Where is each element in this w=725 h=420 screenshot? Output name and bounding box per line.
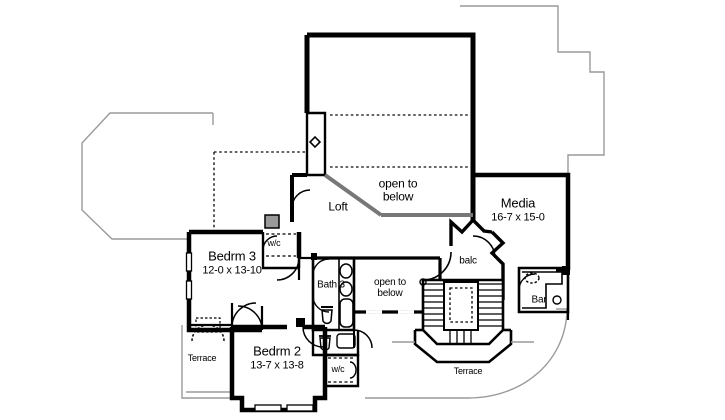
stair-treads-bottom — [449, 330, 472, 344]
room-name-terrace-left: Terrace — [187, 352, 217, 363]
room-label-loft: Loft — [328, 199, 348, 214]
roof-outline-top-right — [460, 5, 605, 176]
wic-bedrm3-column — [264, 214, 280, 229]
room-label-wic-bedrm2: w/c — [332, 364, 345, 374]
sink-bath3-upper — [339, 263, 353, 279]
room-dims-bedrm3: 12-0 x 13-10 — [202, 264, 262, 277]
terrace-center-group — [392, 328, 534, 364]
misc-details — [189, 256, 570, 327]
terrace-left-outline — [181, 325, 236, 399]
annotation-line2-lower: below — [377, 288, 403, 299]
room-dims-media: 16-7 x 15-0 — [491, 211, 545, 224]
window-bedrm2-left — [254, 404, 282, 412]
stair-landing-inner — [449, 287, 473, 323]
wall-node-1 — [296, 318, 305, 327]
annotation-open-to-below-lower: open to below — [374, 277, 406, 299]
room-name-bedrm2: Bedrm 2 — [253, 343, 301, 359]
bath3-door-arc-upper — [312, 258, 330, 276]
door-loft-arc — [291, 189, 311, 209]
room-label-bar: Bar — [532, 294, 547, 305]
door-terrace-left-arc2 — [191, 324, 209, 342]
room-name-wic-bedrm3: w/c — [267, 237, 281, 248]
upper-block-outline — [307, 32, 476, 220]
toilet-bath3 — [321, 309, 333, 325]
room-label-bath3: Bath 3 — [317, 279, 345, 290]
terrace-arc-outline — [365, 307, 568, 399]
room-label-terrace-center: Terrace — [454, 366, 483, 376]
column-diamond-icon — [308, 135, 322, 149]
hatched-wall-fills — [296, 253, 317, 327]
vanity-bath2 — [336, 333, 356, 349]
window-bedrm3-upper — [185, 252, 193, 272]
bedrm2-windows — [254, 404, 314, 412]
room-label-media: Media 16-7 x 15-0 — [491, 195, 545, 224]
balcony-walls — [449, 218, 506, 300]
bedrm3-outline — [186, 232, 262, 333]
stair-landing — [443, 281, 479, 331]
bar-door-arc — [518, 273, 536, 291]
bath3-walls — [311, 256, 356, 332]
bedrm3-windows — [185, 252, 193, 300]
loft-diagonal-wall — [323, 173, 383, 217]
annotation-open-to-below-upper: open to below — [378, 176, 418, 205]
bath3-door-arc-lower — [312, 295, 330, 313]
room-name-bar: Bar — [531, 294, 547, 306]
staircase-group — [419, 251, 505, 346]
door-terrace-left-panel — [195, 317, 221, 333]
room-label-bedrm2: Bedrm 2 13-7 x 13-8 — [250, 343, 304, 372]
door-bedrm2-arc — [231, 302, 257, 328]
wic-bedrm2-rod — [349, 361, 357, 379]
room-label-bedrm3: Bedrm 3 12-0 x 13-10 — [202, 248, 262, 277]
room-label-terrace-left: Terrace — [188, 353, 217, 363]
window-bedrm2-right — [286, 404, 314, 412]
room-name-loft: Loft — [328, 199, 348, 214]
room-dims-bedrm2: 13-7 x 13-8 — [250, 359, 304, 372]
room-name-wic-bedrm2: w/c — [331, 363, 345, 374]
stair-rail-arc — [422, 251, 452, 281]
bath3-group — [311, 256, 356, 332]
roof-outline-left-wing — [81, 112, 213, 240]
bath2-walls — [311, 330, 360, 357]
room-label-balc: balc — [459, 255, 477, 266]
door-bath3-hall-arc — [353, 329, 373, 349]
toilet-bath2 — [319, 337, 331, 351]
window-bedrm3-lower — [185, 280, 193, 300]
door-terrace-left-arc1 — [207, 324, 225, 342]
upper-block-walls — [290, 32, 476, 222]
balc-top-edge — [471, 218, 493, 234]
dotted-guides-group — [213, 114, 473, 235]
room-name-balc: balc — [459, 255, 477, 267]
balc-left-angled-wall — [449, 218, 475, 246]
bedrm3-walls — [186, 229, 302, 333]
door-bedrm2-closet-arc — [302, 326, 324, 348]
stair-newel-post — [419, 278, 427, 286]
room-name-bedrm3: Bedrm 3 — [208, 248, 256, 264]
room-name-media: Media — [500, 195, 536, 211]
bar-counter-top — [522, 271, 563, 309]
stair-treads-left — [424, 283, 444, 327]
bar-wall-block — [562, 266, 570, 275]
room-name-bath3: Bath 3 — [317, 279, 345, 291]
sink-bath3-lower — [339, 281, 353, 297]
balc-right-angled-wall — [489, 230, 506, 300]
bar-fixture — [552, 295, 562, 305]
room-label-wic-bedrm3: w/c — [268, 238, 281, 248]
stair-treads-right — [478, 283, 502, 327]
annotation-line2-upper: below — [382, 190, 414, 204]
bath2-fixtures — [311, 330, 360, 357]
media-room-outline — [473, 172, 571, 270]
tub-bath3 — [339, 298, 354, 328]
wall-node-2 — [311, 253, 317, 260]
annotation-line1-upper: open to — [378, 176, 418, 191]
roof-outline-group — [81, 5, 605, 399]
room-name-terrace-center: Terrace — [453, 365, 483, 376]
door-media-arc — [472, 235, 496, 259]
annotation-line1-lower: open to — [374, 276, 406, 288]
